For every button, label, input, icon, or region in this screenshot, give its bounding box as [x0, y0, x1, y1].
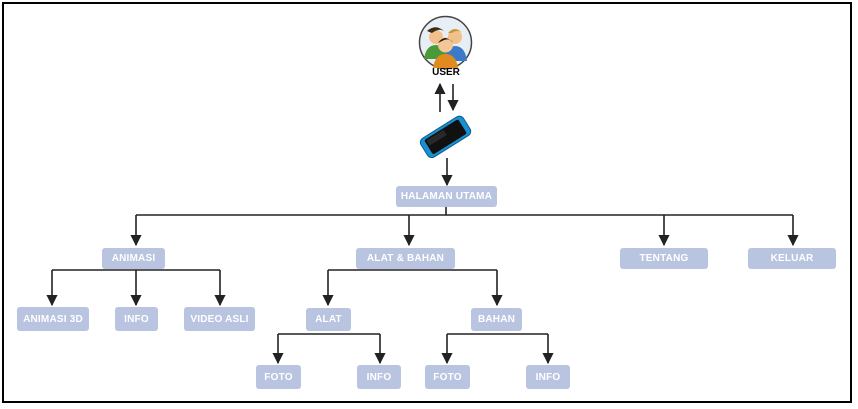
- users-group-icon: [418, 15, 473, 70]
- node-foto-bahan: FOTO: [425, 365, 470, 389]
- node-info-alat: INFO: [357, 365, 401, 389]
- node-foto-alat: FOTO: [256, 365, 301, 389]
- node-info-animasi: INFO: [115, 307, 158, 331]
- node-animasi: ANIMASI: [102, 248, 165, 269]
- node-animasi-3d: ANIMASI 3D: [17, 307, 89, 331]
- user-label: USER: [432, 67, 460, 78]
- node-bahan: BAHAN: [471, 308, 522, 331]
- smartphone-icon: [419, 115, 472, 158]
- node-alat: ALAT: [306, 308, 351, 331]
- node-alat-bahan: ALAT & BAHAN: [356, 248, 455, 269]
- node-video-asli: VIDEO ASLI: [184, 307, 255, 331]
- node-keluar: KELUAR: [748, 248, 836, 269]
- node-halaman-utama: HALAMAN UTAMA: [396, 186, 497, 207]
- node-tentang: TENTANG: [620, 248, 708, 269]
- node-info-bahan: INFO: [526, 365, 570, 389]
